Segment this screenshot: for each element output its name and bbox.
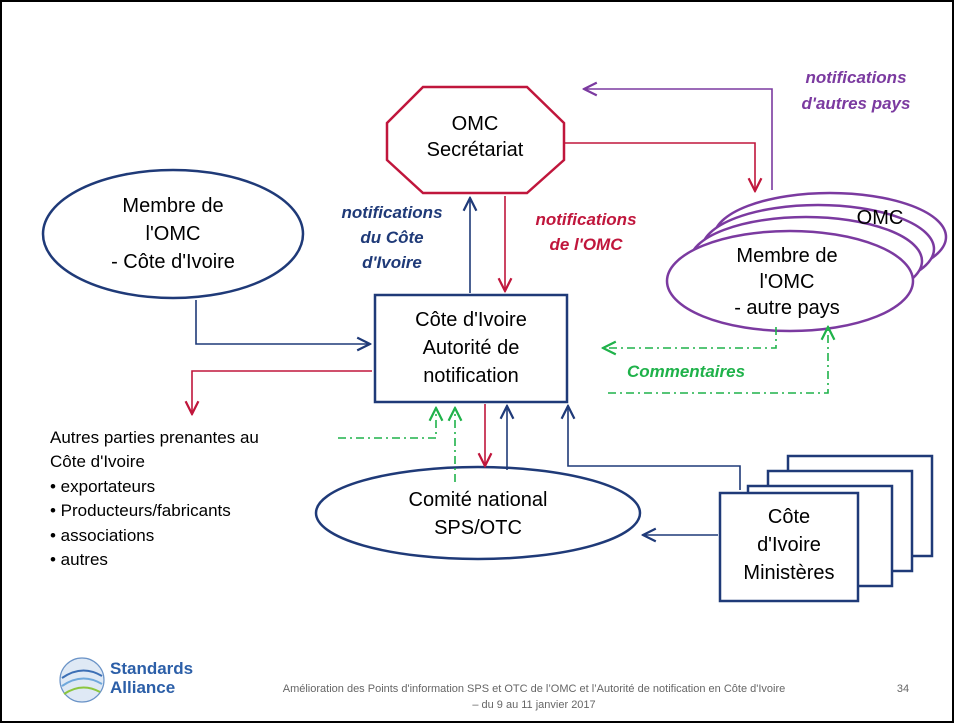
stakeholders-list: Autres parties prenantes au Côte d'Ivoir… (50, 428, 259, 569)
green-arrows (338, 327, 828, 482)
stakeholders-item: • associations (50, 526, 154, 545)
stakeholders-item: • autres (50, 550, 108, 569)
authority-line1: Côte d'Ivoire (415, 309, 527, 331)
member-other-line3: - autre pays (734, 297, 840, 319)
notif-omc-line1: notifications (535, 210, 636, 229)
member-ci-node: Membre de l'OMC - Côte d'Ivoire (41, 168, 305, 300)
stakeholders-item: • Producteurs/fabricants (50, 501, 231, 520)
label-notifications-ci: notifications du Côte d'Ivoire (341, 203, 442, 272)
red-arrows (192, 142, 755, 466)
notif-ci-line2: du Côte (360, 228, 423, 247)
authority-line3: notification (423, 365, 519, 387)
authority-line2: Autorité de (423, 337, 520, 359)
standards-alliance-logo: Standards Alliance (59, 657, 193, 703)
member-ci-line3: - Côte d'Ivoire (111, 251, 235, 273)
footer-line2: – du 9 au 11 janvier 2017 (472, 699, 595, 711)
member-other-shadow-text: OMC (857, 207, 904, 229)
stakeholders-title1: Autres parties prenantes au (50, 428, 259, 447)
label-notifications-others: notifications d'autres pays (802, 68, 911, 113)
ministries-node: Côte d'Ivoire Ministères (718, 454, 934, 603)
committee-line2: SPS/OTC (434, 517, 522, 539)
member-other-node: OMC Membre de l'OMC - autre pays (665, 191, 948, 333)
member-ci-line1: Membre de (122, 195, 223, 217)
page-number: 34 (897, 683, 909, 695)
stakeholders-title2: Côte d'Ivoire (50, 452, 145, 471)
label-notifications-omc: notifications de l'OMC (535, 210, 636, 254)
omc-secretariat-line2: Secrétariat (427, 139, 524, 161)
notif-ci-line3: d'Ivoire (362, 253, 422, 272)
notification-authority-node: Côte d'Ivoire Autorité de notification (373, 293, 569, 404)
stakeholders-item: • exportateurs (50, 477, 155, 496)
blue-arrows (195, 198, 741, 535)
ministries-line1: Côte (768, 506, 810, 528)
ministries-line2: d'Ivoire (757, 534, 821, 556)
notif-omc-line2: de l'OMC (550, 235, 624, 254)
logo-line1: Standards (110, 659, 193, 678)
notif-others-line1: notifications (805, 68, 906, 87)
omc-secretariat-node: OMC Secrétariat (385, 85, 566, 195)
label-comments: Commentaires (627, 362, 745, 381)
notif-ci-line1: notifications (341, 203, 442, 222)
notif-others-line2: d'autres pays (802, 94, 911, 113)
committee-line1: Comité national (409, 489, 548, 511)
footer-line1: Amélioration des Points d'information SP… (283, 683, 786, 695)
member-other-line1: Membre de (736, 245, 837, 267)
member-ci-line2: l'OMC (146, 223, 201, 245)
omc-secretariat-line1: OMC (452, 113, 499, 135)
logo-line2: Alliance (110, 678, 175, 697)
member-other-line2: l'OMC (760, 271, 815, 293)
purple-arrows (584, 89, 773, 190)
national-committee-node: Comité national SPS/OTC (314, 465, 642, 561)
ministries-line3: Ministères (743, 562, 834, 584)
